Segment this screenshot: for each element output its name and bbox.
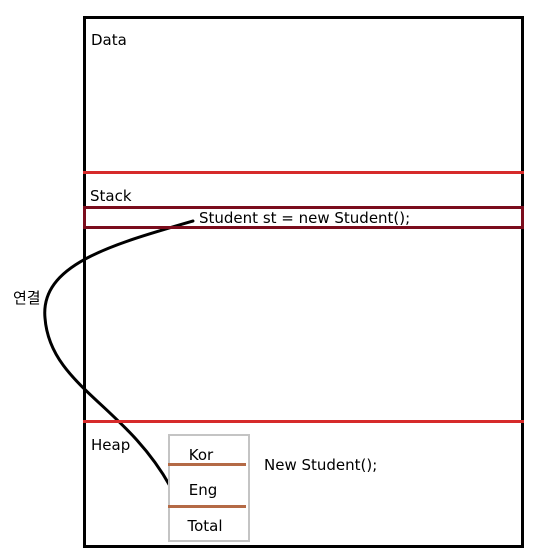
- data-region-label: Data: [91, 31, 127, 49]
- link-label: 연결: [13, 289, 41, 307]
- stack-region-label: Stack: [90, 187, 132, 205]
- heap-region-label: Heap: [91, 436, 131, 454]
- heap-object-box: [168, 434, 250, 542]
- stack-heap-divider: [83, 420, 524, 423]
- object-field-kor: Kor: [188, 446, 214, 464]
- object-field-eng: Eng: [188, 481, 218, 499]
- data-stack-divider: [83, 171, 524, 174]
- field-separator: [168, 463, 246, 466]
- object-field-total: Total: [187, 517, 223, 535]
- heap-object-caption: New Student();: [264, 456, 378, 474]
- field-separator: [168, 505, 246, 508]
- stack-statement: Student st = new Student();: [199, 209, 411, 227]
- stack-variable-row: [83, 206, 524, 229]
- reference-curve: [43, 219, 195, 488]
- memory-frame: [83, 16, 524, 548]
